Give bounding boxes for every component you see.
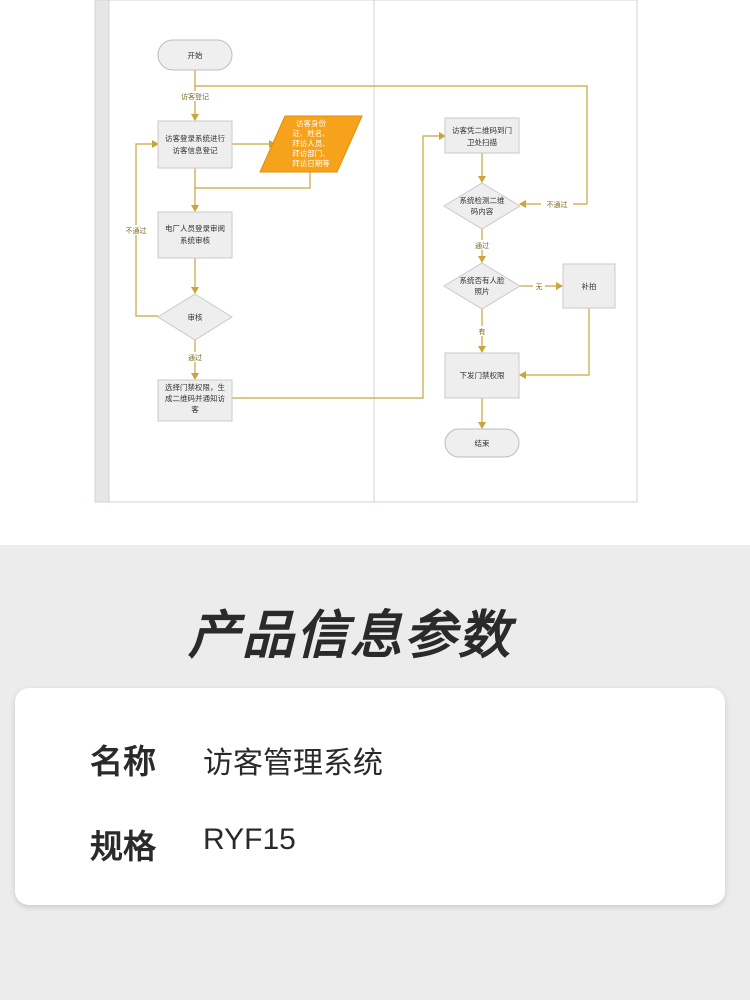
- edge-label-has-photo: 有: [479, 327, 486, 336]
- connector-info-back: [195, 172, 311, 189]
- connector-grant-scan: [232, 135, 445, 399]
- arrow-capture: [556, 282, 563, 290]
- node-info-line-2: 证、姓名、: [292, 128, 330, 138]
- node-capture-label: 补拍: [582, 281, 597, 291]
- node-face-check: 系统否有人脸 照片: [443, 262, 521, 310]
- node-register-line-2: 访客信息登记: [173, 145, 218, 155]
- node-scan-line-2: 卫处扫描: [467, 137, 497, 147]
- node-review-apply: 电厂人员登录审阅 系统审核: [157, 211, 233, 259]
- edge-label-pass-check: 通过: [475, 241, 489, 250]
- node-face-line-1: 系统否有人脸: [460, 275, 505, 285]
- node-issue: 下发门禁权限: [444, 352, 520, 399]
- swimlane-header: [94, 0, 110, 503]
- edge-label-no-photo: 无: [536, 283, 543, 291]
- node-review-label: 审核: [188, 312, 203, 322]
- section-title: 产品信息参数: [187, 606, 512, 666]
- info-row-name: 名称 访客管理系统: [15, 735, 725, 785]
- spec-label: 规格: [90, 827, 156, 866]
- edge-label-visitor-register: 访客登记: [181, 92, 209, 101]
- edge-labels: 访客登记 不通过 通过 不通过 通过 无 有: [121, 91, 573, 362]
- info-card: 名称 访客管理系统 规格 RYF15: [15, 688, 725, 905]
- node-check-line-2: 码内容: [471, 206, 494, 216]
- name-label: 名称: [90, 742, 156, 781]
- node-check-qr: 系统检测二维 码内容: [443, 182, 521, 230]
- node-end-label: 结束: [475, 438, 490, 448]
- arrowheads: [152, 114, 563, 429]
- flowchart-area: 开始 访客登录系统进行 访客信息登记 访客身份 证、姓名、 拜访人员、 拜访部门…: [94, 0, 638, 503]
- name-value: 访客管理系统: [203, 747, 383, 780]
- node-end: 结束: [444, 428, 520, 458]
- node-face-line-2: 照片: [475, 286, 490, 296]
- visitor-flowchart: 开始 访客登录系统进行 访客信息登记 访客身份 证、姓名、 拜访人员、 拜访部门…: [94, 0, 638, 503]
- node-info-line-4: 拜访部门、: [292, 148, 330, 158]
- node-issue-label: 下发门禁权限: [460, 370, 505, 380]
- node-register-line-1: 访客登录系统进行: [165, 133, 225, 143]
- arrow-issue-side: [519, 371, 526, 379]
- node-grant-line-3: 客: [191, 404, 199, 414]
- node-info-line-5: 拜访日期等: [292, 158, 330, 168]
- arrow-register: [191, 114, 199, 121]
- arrow-scan: [439, 132, 446, 140]
- node-scan: 访客凭二维码到门 卫处扫描: [444, 117, 520, 154]
- arrow-face: [478, 256, 486, 263]
- edge-label-pass-review: 通过: [188, 353, 202, 362]
- node-grant-line-1: 选择门禁权限，生: [165, 382, 225, 392]
- node-start: 开始: [157, 39, 233, 71]
- node-info-line-1: 访客身份: [296, 118, 326, 128]
- node-review-apply-line-1: 电厂人员登录审阅: [165, 223, 225, 233]
- node-capture: 补拍: [562, 263, 616, 309]
- node-check-line-1: 系统检测二维: [460, 195, 505, 205]
- node-register: 访客登录系统进行 访客信息登记: [157, 120, 233, 169]
- info-row-spec: 规格 RYF15: [15, 820, 725, 870]
- arrow-check: [478, 176, 486, 183]
- spec-value: RYF15: [203, 823, 296, 856]
- node-scan-line-1: 访客凭二维码到门: [452, 125, 512, 135]
- node-visitor-info: 访客身份 证、姓名、 拜访人员、 拜访部门、 拜访日期等: [259, 115, 363, 173]
- arrow-reject-left: [152, 140, 159, 148]
- arrow-grant: [191, 373, 199, 380]
- edge-label-reject-right: 不通过: [547, 200, 568, 209]
- arrow-review: [191, 287, 199, 294]
- connector-capture-issue: [520, 308, 590, 376]
- product-info-section: 产品信息参数 名称 访客管理系统 规格 RYF15: [0, 545, 750, 1000]
- node-info-line-3: 拜访人员、: [292, 138, 330, 148]
- node-grant-line-2: 成二维码并通知访: [165, 393, 225, 403]
- arrow-end: [478, 422, 486, 429]
- arrow-reject-right: [519, 200, 526, 208]
- node-review-apply-line-2: 系统审核: [180, 235, 210, 245]
- arrow-issue: [478, 346, 486, 353]
- arrow-review-apply: [191, 205, 199, 212]
- edge-label-reject-left: 不通过: [126, 226, 147, 235]
- node-grant: 选择门禁权限，生 成二维码并通知访 客: [157, 379, 233, 422]
- node-review: 审核: [157, 293, 233, 341]
- node-start-label: 开始: [188, 50, 203, 60]
